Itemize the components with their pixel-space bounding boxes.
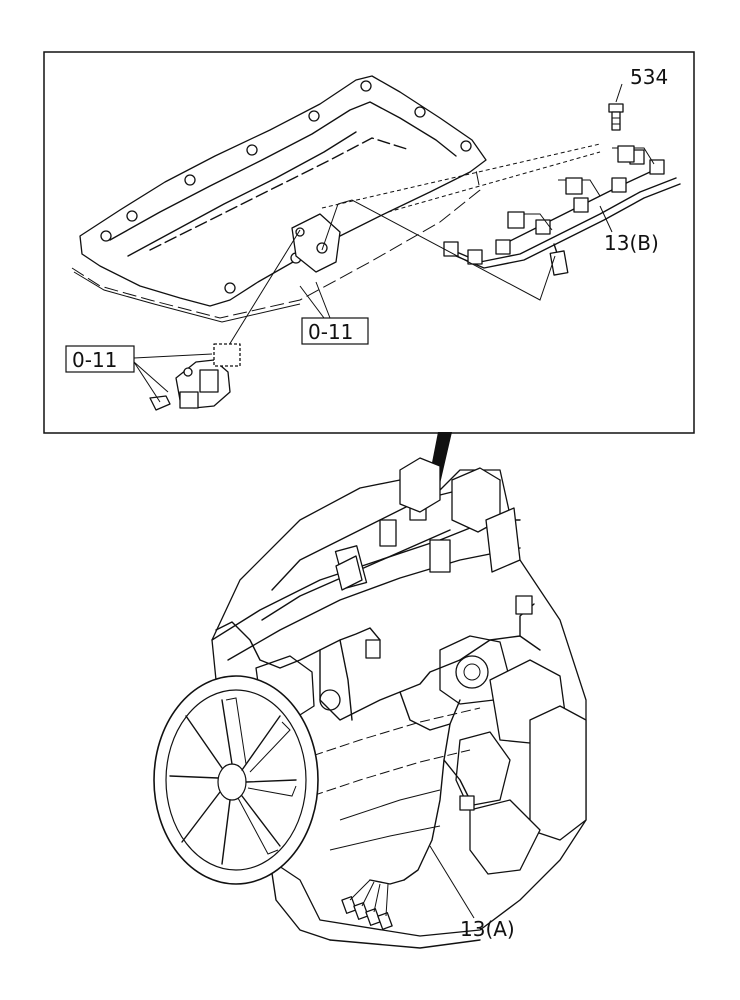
callout-13b: 13(B) — [604, 231, 659, 255]
cover-bolt-bosses — [100, 80, 472, 294]
head-cover — [79, 75, 487, 307]
ref-box-upper: 0-11 — [299, 281, 369, 345]
leader-13b — [599, 205, 613, 233]
leader-534 — [615, 83, 623, 103]
leader-13a — [429, 845, 475, 919]
cover-gasket — [71, 169, 481, 323]
callout-13a: 13(A) — [460, 917, 515, 941]
ref-box-lower: 0-11 — [65, 345, 213, 403]
bolt-534 — [608, 103, 624, 131]
engine-harness-a — [215, 595, 541, 930]
callout-534: 534 — [630, 65, 668, 89]
ref-label-upper: 0-11 — [308, 320, 353, 344]
ref-label-lower: 0-11 — [72, 348, 117, 372]
flywheel — [153, 675, 319, 885]
sensor-bracket — [291, 213, 341, 273]
injector-harness-b — [443, 145, 681, 276]
inset-leader-lines — [321, 143, 601, 301]
sensor-assembly — [149, 229, 301, 411]
